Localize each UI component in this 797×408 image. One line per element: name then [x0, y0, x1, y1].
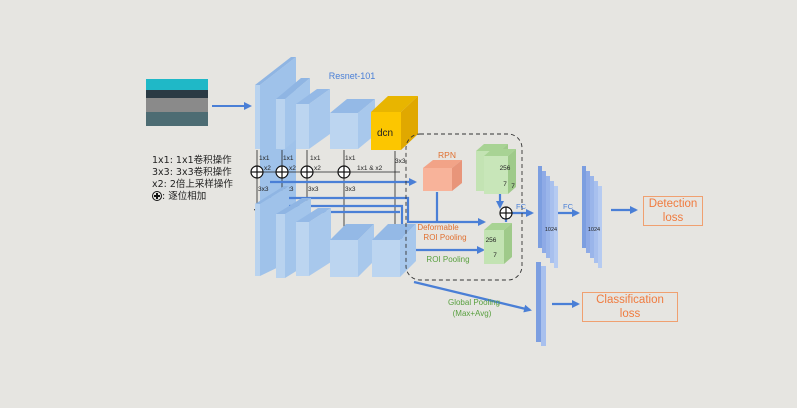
fc-label-1: FC	[516, 202, 527, 211]
sum-node-2	[275, 165, 289, 179]
label-x2-b: x2	[289, 165, 296, 172]
dim-1024-a: 1024	[545, 227, 557, 233]
label-3x3-top: 3x3	[395, 158, 406, 165]
dim-7-top-b: 7	[511, 183, 515, 190]
label-1x1-d: 1x1	[345, 155, 356, 162]
merge-sum-node	[499, 206, 513, 220]
dim-256-bottom: 256	[486, 237, 497, 244]
fpn-block-4	[330, 224, 374, 277]
rpn-label: RPN	[438, 150, 456, 160]
rpn-block	[423, 160, 462, 191]
legend-line-4: : 逐位相加	[162, 191, 207, 202]
label-1x1-x2: 1x1 & x2	[357, 165, 383, 172]
label-3x3-d: 3x3	[345, 186, 356, 193]
legend-line-2: 3x3: 3x3卷积操作	[152, 167, 232, 178]
dcn-block	[371, 96, 418, 150]
sum-nodes	[250, 165, 351, 179]
classification-loss-line-1: Classification	[596, 294, 664, 306]
legend-line-3: x2: 2倍上采样操作	[152, 179, 233, 190]
fc-layer-2	[582, 166, 602, 268]
dim-7-bottom: 7	[493, 252, 497, 259]
input-image	[146, 79, 208, 126]
dcn-label: dcn	[377, 128, 393, 139]
sum-node-4	[337, 165, 351, 179]
label-1x1-b: 1x1	[283, 155, 294, 162]
detection-loss-box: Detection loss	[643, 196, 703, 226]
roi-pooling-label: ROI Pooling	[426, 255, 469, 264]
roi-feature-box-bottom	[484, 223, 512, 264]
dim-7-top-a: 7	[503, 181, 507, 188]
legend-line-4-row: : 逐位相加	[152, 191, 233, 203]
label-x2-c: x2	[314, 165, 321, 172]
backbone-label: Resnet-101	[329, 71, 376, 81]
global-pooling-label-2: (Max+Avg)	[453, 309, 492, 318]
deformable-label-1: Deformable	[417, 223, 459, 232]
dim-256-top: 256	[500, 165, 511, 172]
elementwise-sum-icon	[152, 191, 162, 201]
roi-head-region	[405, 133, 523, 281]
global-pooling-vector	[536, 262, 546, 346]
global-pooling-label-1: Global Pooling	[448, 298, 500, 307]
sum-node-1	[250, 165, 264, 179]
fc-layer-1	[538, 166, 558, 268]
roi-feature-stack-top	[476, 144, 516, 194]
sum-node-3	[300, 165, 314, 179]
legend-line-1: 1x1: 1x1卷积操作	[152, 155, 232, 166]
fpn-block-5	[372, 224, 416, 277]
dim-1024-b: 1024	[588, 227, 600, 233]
classification-loss-box: Classification loss	[582, 292, 678, 322]
detection-loss-line-1: Detection	[648, 198, 698, 210]
deformable-label-2: ROI Pooling	[423, 233, 466, 242]
fc-label-2: FC	[563, 202, 574, 211]
label-x2-a: x2	[264, 165, 271, 172]
detection-loss-line-2: loss	[662, 212, 684, 224]
label-1x1-c: 1x1	[310, 155, 321, 162]
legend: 1x1: 1x1卷积操作 3x3: 3x3卷积操作 x2: 2倍上采样操作 : …	[152, 155, 233, 203]
backbone-block-3	[296, 89, 330, 149]
fpn-block-3	[296, 208, 331, 276]
classification-loss-line-2: loss	[619, 308, 641, 320]
label-1x1-a: 1x1	[259, 155, 270, 162]
label-3x3-c: 3x3	[308, 186, 319, 193]
label-3x3-a: 3x3	[258, 186, 269, 193]
backbone-block-4	[330, 99, 375, 149]
